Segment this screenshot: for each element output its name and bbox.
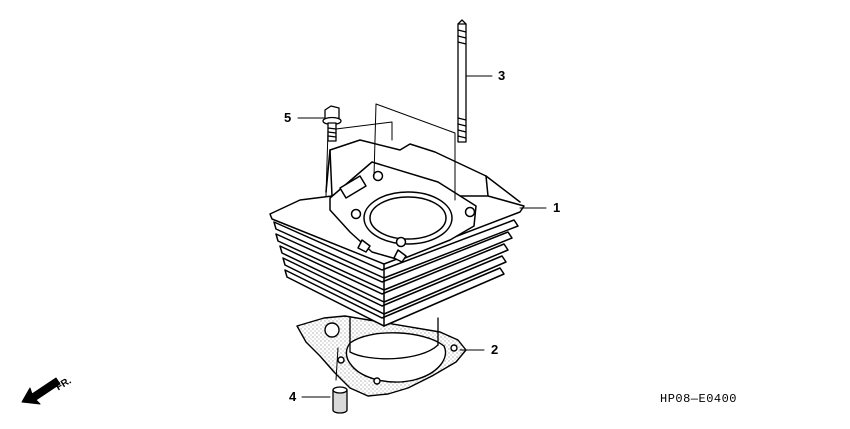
callout-5: 5 [284,110,292,125]
callout-3: 3 [498,68,506,83]
callout-1: 1 [553,200,561,215]
stud-bolt-icon [457,19,467,143]
leader-lines [297,75,547,398]
callout-4: 4 [289,389,297,404]
flange-bolt-icon [322,105,342,142]
callout-2: 2 [491,342,499,357]
cylinder-sleeve [349,317,439,360]
dowel-pin-icon [332,386,348,414]
cylinder-icon [269,139,525,327]
base-gasket-icon [296,315,467,397]
front-arrow-icon [21,377,61,405]
diagram-code: HP08—E0400 [660,392,738,406]
